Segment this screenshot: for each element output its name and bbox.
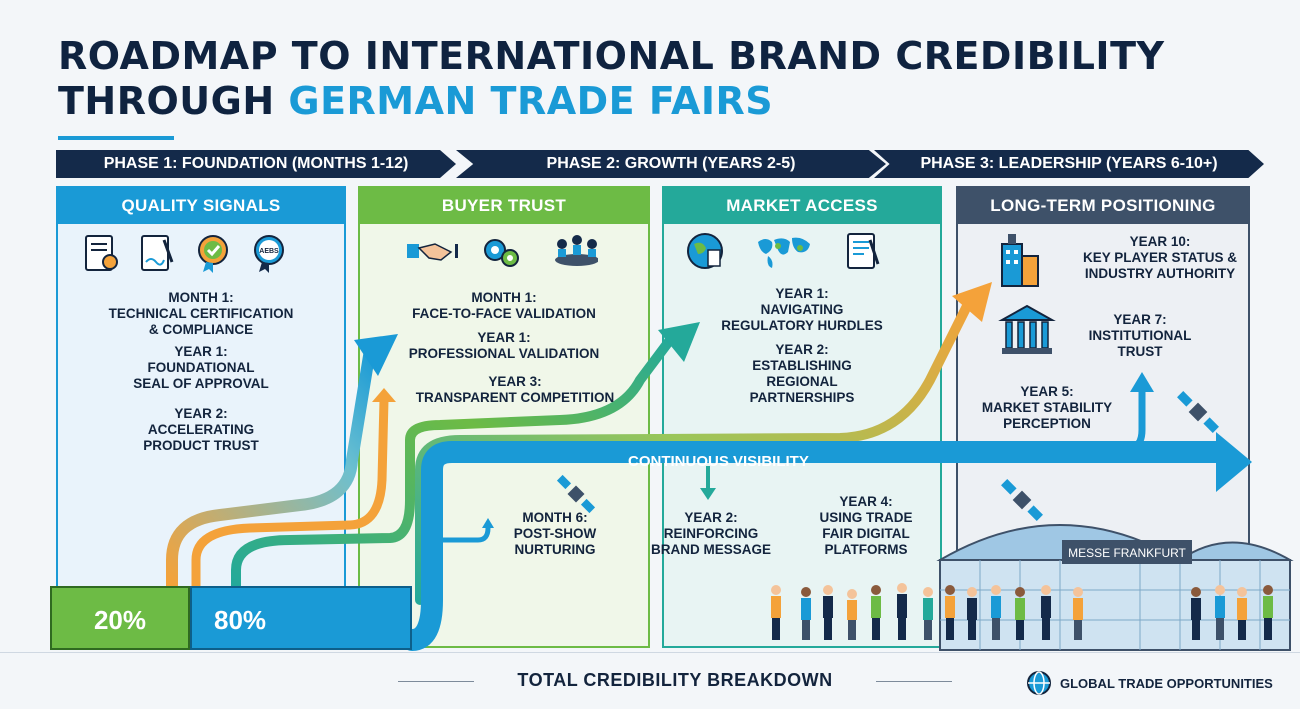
institution-icon: [998, 304, 1056, 354]
arrowhead-long-term: [952, 282, 992, 322]
globe-icon: [687, 233, 723, 269]
person: [871, 585, 881, 640]
market-icons: [684, 230, 884, 272]
panel-title: LONG-TERM POSITIONING: [958, 188, 1248, 224]
quality-item-1: MONTH 1: TECHNICAL CERTIFICATION & COMPL…: [108, 290, 294, 337]
title-line-1: ROADMAP TO INTERNATIONAL BRAND CREDIBILI…: [58, 34, 1165, 78]
buyer-item-3: YEAR 3: TRANSPARENT COMPETITION: [415, 374, 615, 405]
globe-icon: [1027, 671, 1051, 695]
venue-sign: MESSE FRANKFURT: [1068, 546, 1186, 560]
satellite-icon: [1001, 479, 1043, 521]
person: [801, 587, 811, 640]
page-title: ROADMAP TO INTERNATIONAL BRAND CREDIBILI…: [58, 34, 1278, 124]
branch-arrow-month-6: [440, 527, 491, 543]
badge-text: AEBS: [259, 248, 279, 255]
continuous-visibility-arrow: [401, 441, 1231, 651]
breakdown-green-bar: 20%: [50, 586, 190, 650]
footer-brand: GLOBAL TRADE OPPORTUNITIES: [1026, 670, 1273, 696]
title-line-2: THROUGH GERMAN TRADE FAIRS: [58, 79, 1278, 124]
arrow-orange-short: [166, 344, 376, 592]
arrowhead-orange: [372, 388, 396, 402]
quality-item-2: YEAR 1: FOUNDATIONAL SEAL OF APPROVAL: [133, 344, 269, 391]
meeting-icon: [555, 235, 598, 266]
phase-2-banner: PHASE 2: GROWTH (YEARS 2-5): [456, 150, 886, 178]
world-map-icon: [758, 237, 810, 268]
person: [991, 585, 1001, 640]
visibility-item-2: YEAR 2: REINFORCING BRAND MESSAGE: [650, 510, 771, 557]
person: [923, 587, 933, 640]
person: [1041, 585, 1051, 640]
arrowhead-teal: [658, 322, 700, 362]
arrow-orange-mid: [191, 395, 389, 591]
person: [1073, 587, 1083, 640]
signed-document-icon: [141, 235, 174, 271]
person: [1015, 587, 1025, 640]
person: [1191, 587, 1201, 640]
person: [847, 589, 857, 640]
person: [1263, 585, 1273, 640]
contract-icon: [847, 233, 880, 269]
person: [945, 585, 955, 640]
buyer-icons: [398, 230, 598, 272]
title-underline: [58, 136, 174, 140]
quality-item-3: YEAR 2: ACCELERATING PRODUCT TRUST: [143, 406, 259, 453]
quality-icons: AEBS: [80, 232, 290, 274]
phase-3-banner: PHASE 3: LEADERSHIP (YEARS 6-10+): [874, 150, 1264, 178]
phase-1-banner: PHASE 1: FOUNDATION (MONTHS 1-12): [56, 150, 456, 178]
title-line-2-accent: GERMAN TRADE FAIRS: [288, 79, 774, 123]
title-line-2-lead: THROUGH: [58, 79, 289, 123]
person: [771, 585, 781, 640]
longterm-item-1: YEAR 10: KEY PLAYER STATUS & INDUSTRY AU…: [1082, 234, 1238, 281]
visibility-item-3: YEAR 4: USING TRADE FAIR DIGITAL PLATFOR…: [819, 494, 913, 557]
certificate-icon: [85, 235, 118, 271]
skyscraper-icon: [1001, 234, 1039, 287]
footer-divider: [0, 652, 1300, 653]
person: [1215, 585, 1225, 640]
branch-arrow-year-5: [1127, 390, 1146, 452]
satellite-icon: [556, 474, 596, 514]
satellite-icon: [1177, 391, 1219, 433]
person: [897, 583, 907, 640]
footer-line-right: [876, 681, 952, 682]
visibility-item-1: MONTH 6: POST-SHOW NURTURING: [513, 510, 597, 557]
breakdown-label: TOTAL CREDIBILITY BREAKDOWN: [517, 670, 833, 690]
person: [967, 587, 977, 640]
handshake-icon: [407, 243, 458, 261]
longterm-item-2: YEAR 7: INSTITUTIONAL TRUST: [1088, 312, 1192, 359]
buyer-item-1: MONTH 1: FACE-TO-FACE VALIDATION: [412, 290, 596, 321]
panel-title: QUALITY SIGNALS: [58, 188, 344, 224]
footer-brand-text: GLOBAL TRADE OPPORTUNITIES: [1060, 675, 1273, 691]
arrowhead-visibility: [1216, 432, 1252, 492]
market-item-1: YEAR 1: NAVIGATING REGULATORY HURDLES: [721, 286, 883, 333]
panel-title: BUYER TRUST: [360, 188, 648, 224]
footer-line-left: [398, 681, 474, 682]
arrow-teal: [231, 335, 675, 591]
longterm-item-3: YEAR 5: MARKET STABILITY PERCEPTION: [981, 384, 1113, 431]
arrowhead-blue: [354, 334, 398, 376]
market-item-2: YEAR 2: ESTABLISHING REGIONAL PARTNERSHI…: [749, 342, 855, 405]
panel-title: MARKET ACCESS: [664, 188, 940, 224]
approval-seal-icon: [198, 235, 228, 273]
person: [823, 585, 833, 640]
continuous-visibility-label: CONTINUOUS VISIBILITY: [628, 453, 809, 470]
gears-icon: [484, 239, 519, 267]
person: [1237, 587, 1247, 640]
buyer-item-2: YEAR 1: PROFESSIONAL VALIDATION: [408, 330, 600, 361]
breakdown-blue-bar: 80%: [190, 586, 412, 650]
quality-badge-icon: AEBS: [254, 235, 284, 273]
arrow-long-term: [415, 295, 975, 605]
